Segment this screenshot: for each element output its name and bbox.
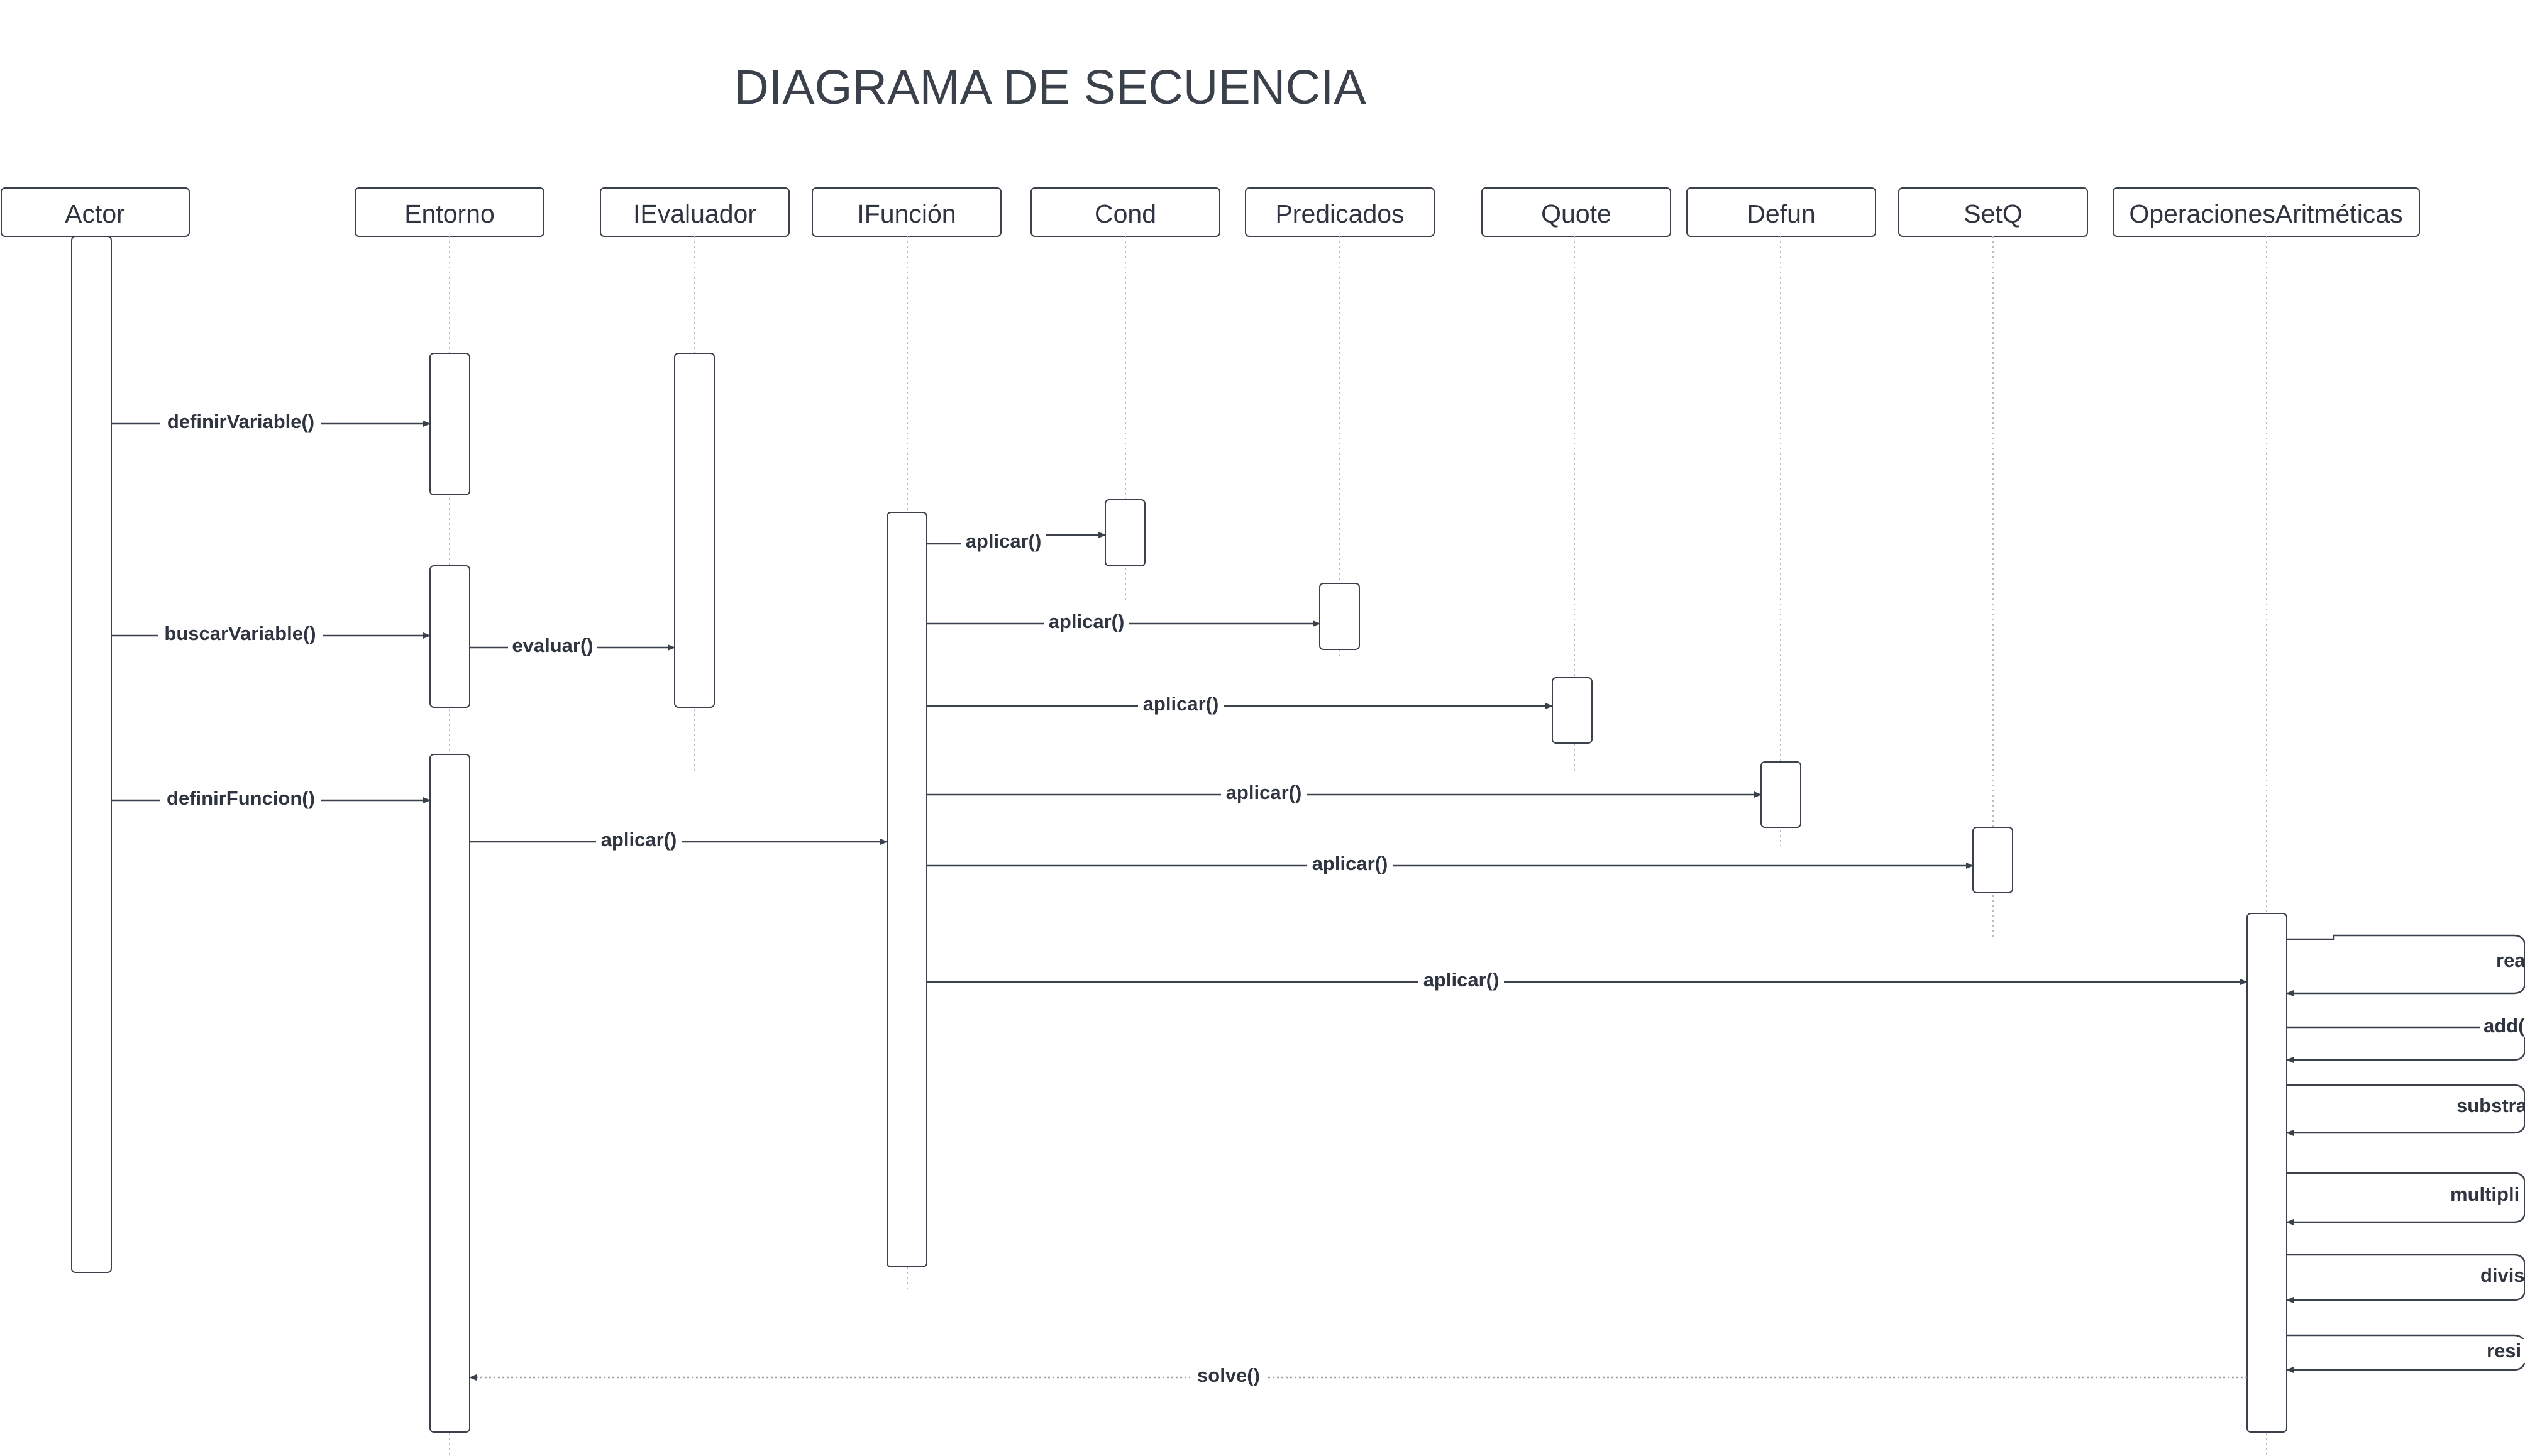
activation-defun xyxy=(1760,761,1801,828)
message-solve-return: solve() xyxy=(469,1362,2247,1386)
message-aplicar-setq: aplicar() xyxy=(927,851,1974,874)
activation-entorno-3 xyxy=(429,754,470,1433)
message-definir-variable: definirVariable() xyxy=(111,409,431,433)
diagram-title: DIAGRAMA DE SECUENCIA xyxy=(734,60,1366,114)
message-label: aplicar() xyxy=(1226,781,1302,803)
activation-entorno-2 xyxy=(429,565,470,708)
message-label: aplicar() xyxy=(1423,969,1500,991)
self-message-5: divis xyxy=(2286,1254,2525,1303)
message-label: aplicar() xyxy=(1143,693,1219,715)
message-aplicar-quote: aplicar() xyxy=(927,691,1553,715)
message-label: buscarVariable() xyxy=(164,622,316,644)
message-label: aplicar() xyxy=(1049,610,1125,632)
self-message-label: resi xyxy=(2487,1340,2521,1362)
activation-actor xyxy=(71,236,112,1273)
message-aplicar-operaciones: aplicar() xyxy=(927,967,2248,991)
participant-quote[interactable]: Quote xyxy=(1481,187,1671,237)
message-label: aplicar() xyxy=(966,530,1042,552)
message-label: aplicar() xyxy=(1312,852,1388,874)
self-message-2: add( xyxy=(2286,1013,2525,1063)
self-message-label: substra xyxy=(2456,1095,2525,1117)
participant-setq[interactable]: SetQ xyxy=(1898,187,2088,237)
self-message-6: resi xyxy=(2286,1334,2525,1373)
message-aplicar-defun: aplicar() xyxy=(927,780,1762,803)
participant-predicados[interactable]: Predicados xyxy=(1245,187,1435,237)
self-message-3: substra xyxy=(2286,1084,2525,1136)
activation-ievaluador xyxy=(674,353,715,708)
self-message-label: rea xyxy=(2496,949,2525,971)
participant-defun[interactable]: Defun xyxy=(1686,187,1876,237)
message-evaluar: evaluar() xyxy=(470,632,675,656)
self-message-1: rea xyxy=(2286,934,2525,996)
message-label: solve() xyxy=(1197,1364,1260,1386)
activation-setq xyxy=(1972,827,2013,893)
activation-operaciones xyxy=(2246,913,2287,1433)
activation-quote xyxy=(1552,677,1593,744)
message-label: evaluar() xyxy=(512,634,593,656)
message-aplicar-cond: aplicar() xyxy=(927,527,1106,552)
participant-label: Actor xyxy=(65,199,125,228)
activation-ifuncion xyxy=(887,512,927,1267)
self-message-label: add( xyxy=(2484,1015,2525,1037)
message-label: definirFuncion() xyxy=(167,787,315,809)
message-label: definirVariable() xyxy=(167,411,314,433)
self-message-label: multipli xyxy=(2450,1183,2519,1205)
message-label: aplicar() xyxy=(601,829,677,851)
self-message-label: divis xyxy=(2480,1264,2525,1286)
self-message-4: multipli xyxy=(2286,1172,2525,1225)
message-buscar-variable: buscarVariable() xyxy=(111,620,431,644)
participant-label: SetQ xyxy=(1964,199,2022,228)
participant-ifuncion[interactable]: IFunción xyxy=(812,187,1002,237)
participant-label: Entorno xyxy=(404,199,495,228)
participant-label: Cond xyxy=(1095,199,1156,228)
participant-label: Predicados xyxy=(1275,199,1404,228)
message-aplicar-predicados: aplicar() xyxy=(927,609,1320,632)
participant-actor[interactable]: Actor xyxy=(1,187,190,237)
activation-predicados xyxy=(1319,583,1360,650)
participant-label: IFunción xyxy=(857,199,956,228)
message-aplicar-ifuncion: aplicar() xyxy=(470,827,888,851)
participant-label: Defun xyxy=(1747,199,1815,228)
participant-label: OperacionesAritméticas xyxy=(2129,199,2402,228)
participant-label: Quote xyxy=(1541,199,1611,228)
activation-cond xyxy=(1105,499,1146,566)
participant-ievaluador[interactable]: IEvaluador xyxy=(600,187,790,237)
message-definir-funcion: definirFuncion() xyxy=(111,785,431,809)
participant-label: IEvaluador xyxy=(633,199,756,228)
participant-operaciones[interactable]: OperacionesAritméticas xyxy=(2113,187,2420,237)
participant-cond[interactable]: Cond xyxy=(1030,187,1220,237)
participant-entorno[interactable]: Entorno xyxy=(355,187,544,237)
activation-entorno-1 xyxy=(429,353,470,495)
